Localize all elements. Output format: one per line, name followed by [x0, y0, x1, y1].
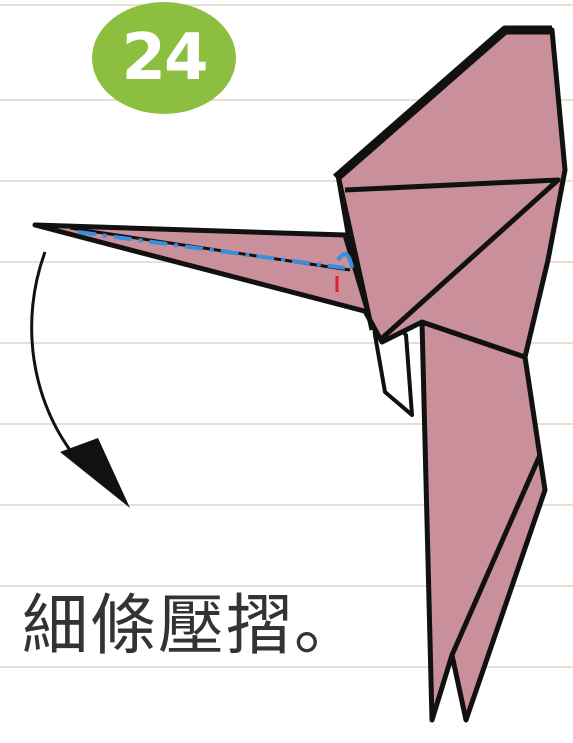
- body-top-edge: [333, 25, 552, 182]
- instruction-text: 細條壓摺。: [22, 587, 362, 664]
- fold-direction-arrow: [30, 251, 78, 459]
- step-badge: 24: [92, 2, 236, 114]
- body-fold-edge: [344, 177, 561, 342]
- leg-crease: [449, 453, 543, 657]
- leg-flap: [419, 319, 548, 723]
- valley-fold-line: [77, 230, 346, 270]
- leg-crease: [464, 489, 547, 721]
- arrow-head-icon: [60, 438, 130, 508]
- narrow-strip: [32, 222, 371, 315]
- step-number: 24: [121, 21, 208, 95]
- fold-line-hook: [336, 252, 354, 269]
